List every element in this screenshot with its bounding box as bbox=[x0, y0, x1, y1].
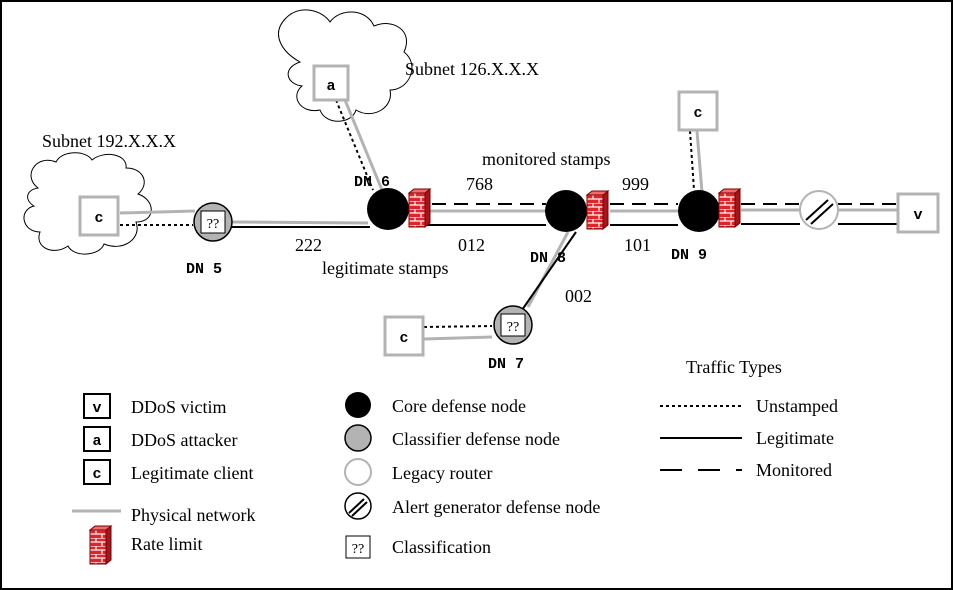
legend-victim-symbol: v bbox=[92, 400, 101, 417]
dn6-core-node bbox=[367, 188, 409, 230]
legend-classifier-node-icon bbox=[344, 424, 372, 452]
victim-host-label: v bbox=[913, 207, 922, 224]
legend-core-node-label: Core defense node bbox=[392, 396, 526, 416]
dn7-label: DN 7 bbox=[488, 356, 524, 373]
dn6-label: DN 6 bbox=[354, 174, 390, 191]
dn6-rate-limit-icon bbox=[408, 188, 431, 228]
legitimate-stamps-label: legitimate stamps bbox=[322, 258, 448, 278]
dn8-core-node bbox=[545, 190, 587, 232]
link-label-002: 002 bbox=[565, 286, 592, 306]
subnet-126-label: Subnet 126.X.X.X bbox=[405, 59, 539, 79]
legend: v DDoS victim a DDoS attacker c Legitima… bbox=[72, 357, 838, 565]
legend-monitored-label: Monitored bbox=[756, 460, 832, 480]
subnet-192-label: Subnet 192.X.X.X bbox=[42, 131, 176, 151]
client-host-label: c bbox=[693, 105, 702, 122]
monitored-stamps-label: monitored stamps bbox=[482, 149, 611, 169]
link-label-012: 012 bbox=[458, 235, 485, 255]
legend-legitimate-label: Legitimate bbox=[756, 428, 834, 448]
legend-victim-label: DDoS victim bbox=[131, 397, 227, 417]
client-host-dn9: c bbox=[677, 90, 719, 132]
link-label-768: 768 bbox=[466, 174, 493, 194]
attacker-host-label: a bbox=[326, 78, 335, 95]
legend-attacker-symbol: a bbox=[92, 433, 101, 450]
dn9-rate-limit-icon bbox=[718, 188, 741, 228]
legend-classifier-node-label: Classifier defense node bbox=[392, 429, 560, 449]
client-host-subnet-192: c bbox=[78, 195, 120, 237]
victim-host: v bbox=[896, 192, 940, 234]
legend-physical-network-label: Physical network bbox=[131, 505, 255, 525]
link-label-101: 101 bbox=[624, 235, 651, 255]
physical-network-links bbox=[119, 99, 898, 341]
legend-core-node-icon bbox=[345, 392, 371, 418]
legend-rate-limit-label: Rate limit bbox=[131, 534, 203, 554]
alert-generator-node bbox=[799, 190, 839, 230]
client-host-dn7: c bbox=[383, 315, 425, 357]
classification-mark: ?? bbox=[207, 217, 219, 232]
link-label-222: 222 bbox=[295, 235, 322, 255]
dn7-classifier-node: ?? bbox=[493, 305, 533, 345]
legend-classification-label: Classification bbox=[392, 537, 491, 557]
legend-alert-generator-icon bbox=[344, 492, 372, 520]
dn5-label: DN 5 bbox=[186, 261, 222, 278]
legend-classification-icon bbox=[345, 535, 371, 559]
legend-alert-generator-label: Alert generator defense node bbox=[392, 497, 600, 517]
unstamped-traffic-lines bbox=[120, 99, 695, 328]
legend-classification-mark: ?? bbox=[352, 542, 364, 557]
dn9-label: DN 9 bbox=[671, 247, 707, 264]
legend-attacker-label: DDoS attacker bbox=[131, 430, 237, 450]
legend-traffic-title: Traffic Types bbox=[686, 357, 782, 377]
dn8-label: DN 8 bbox=[530, 250, 566, 267]
dn8-rate-limit-icon bbox=[586, 190, 609, 230]
dn5-classifier-node: ?? bbox=[193, 202, 233, 242]
client-host-label: c bbox=[94, 210, 103, 227]
legend-legacy-router-icon bbox=[344, 458, 372, 486]
legend-unstamped-label: Unstamped bbox=[756, 396, 838, 416]
classification-mark: ?? bbox=[507, 320, 519, 335]
link-label-999: 999 bbox=[622, 174, 649, 194]
attacker-host: a bbox=[312, 64, 350, 102]
legend-client-label: Legitimate client bbox=[131, 463, 253, 483]
legend-legacy-router-label: Legacy router bbox=[392, 463, 492, 483]
legend-client-symbol: c bbox=[92, 466, 101, 483]
dn9-core-node bbox=[678, 190, 720, 232]
legend-rate-limit-icon bbox=[89, 525, 112, 565]
client-host-label: c bbox=[399, 330, 408, 347]
legitimate-traffic-lines bbox=[230, 223, 898, 311]
